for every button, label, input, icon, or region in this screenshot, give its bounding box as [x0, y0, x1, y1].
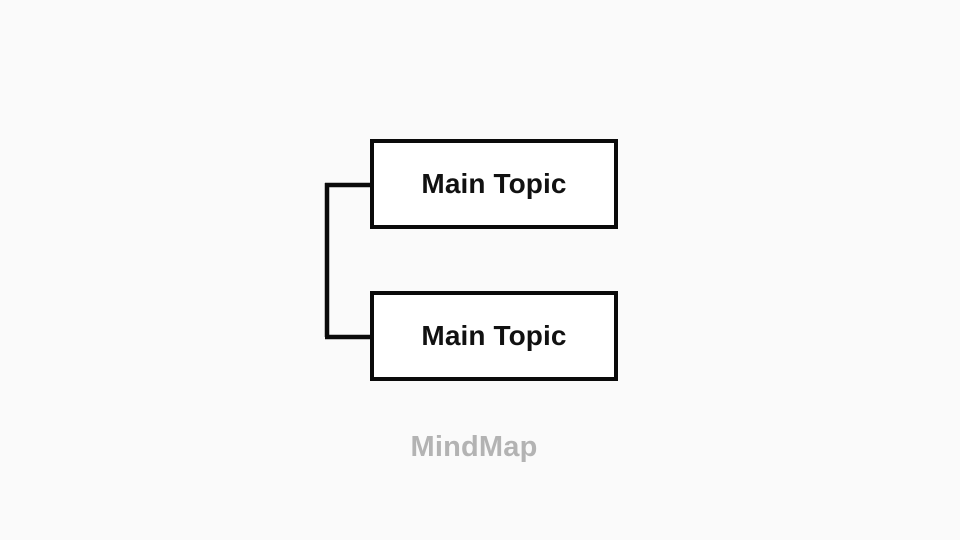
mindmap-node-1[interactable]: Main Topic	[370, 139, 618, 229]
diagram-caption: MindMap	[410, 431, 538, 463]
mindmap-node-2-label: Main Topic	[421, 320, 567, 351]
mindmap-node-2[interactable]: Main Topic	[370, 291, 618, 381]
mindmap-node-1-label: Main Topic	[421, 168, 567, 199]
